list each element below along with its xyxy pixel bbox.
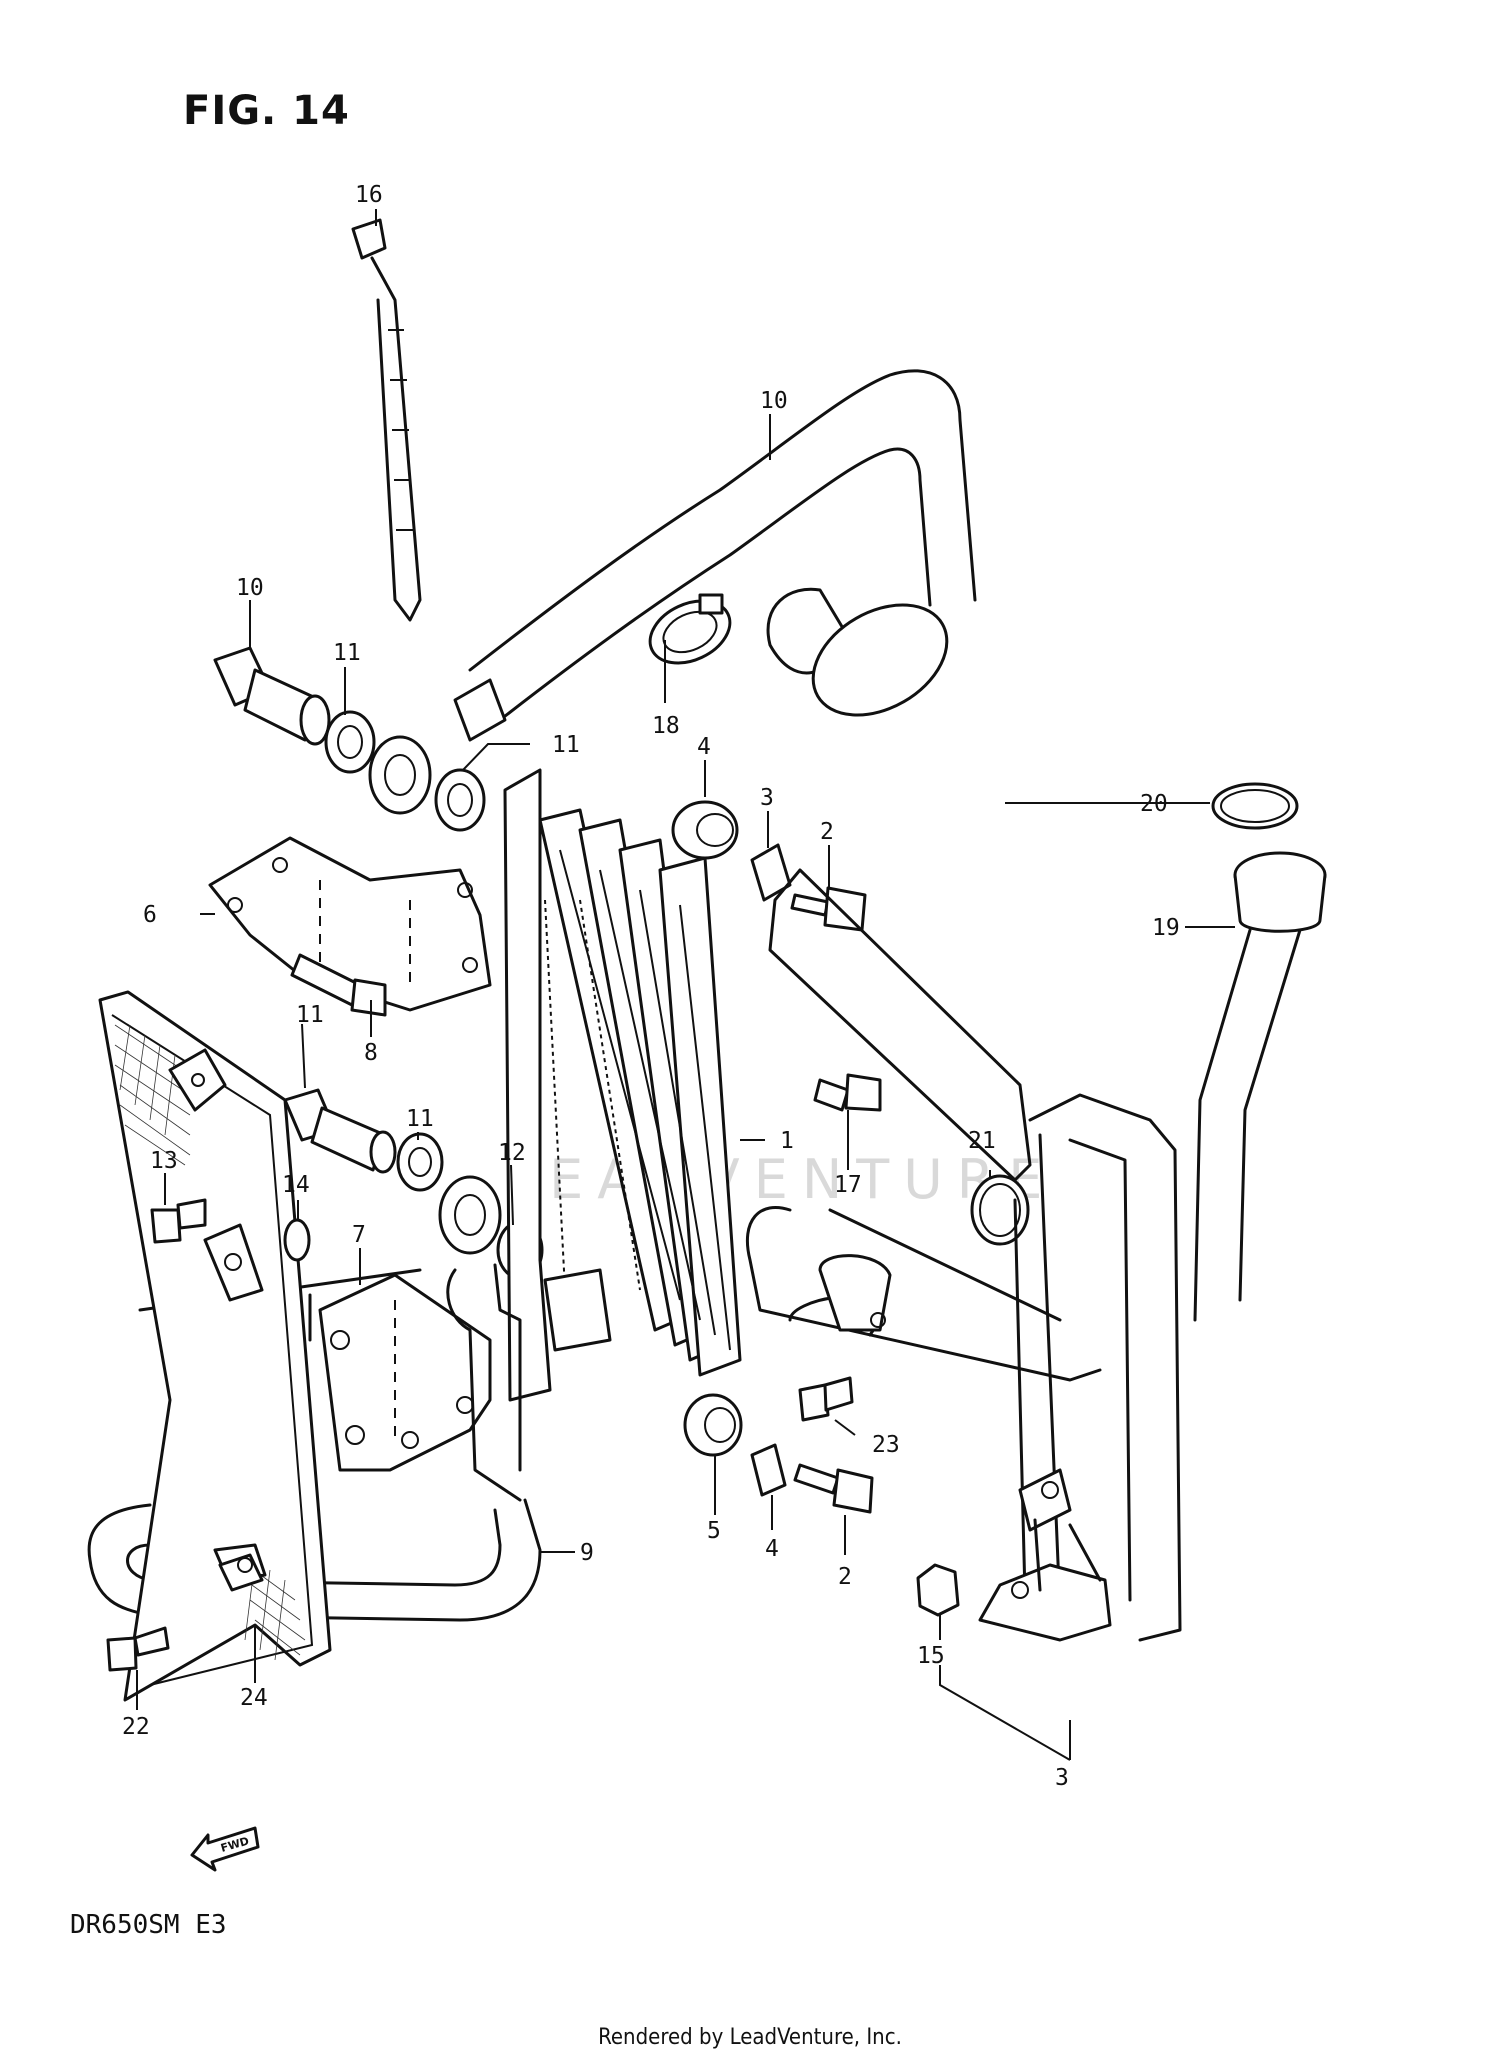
callout-17: 24 — [240, 1685, 268, 1711]
callout-23: 23 — [872, 1432, 900, 1458]
part-18-bolt — [813, 1073, 882, 1112]
callout-24: 16 — [355, 182, 383, 208]
part-10-union-bolt-upper — [213, 646, 331, 746]
callout-16: 22 — [122, 1714, 150, 1740]
callout-labels: 16 10 10 11 11 18 4 3 2 20 19 6 11 8 11 … — [122, 182, 1180, 1791]
part-11-washer-upper-b — [434, 768, 486, 832]
callout-2-lower: 2 — [838, 1564, 852, 1590]
callout-11-lower-a: 11 — [406, 1106, 434, 1132]
part-17-stone-guard — [98, 990, 332, 1702]
callout-11-upper: 11 — [333, 640, 361, 666]
part-24-cable-tie — [351, 218, 422, 622]
callout-15: 15 — [917, 1643, 945, 1669]
part-3-collar-upper — [750, 843, 792, 902]
part-2-bolt-lower — [793, 1463, 874, 1514]
part-22-o-ring — [970, 1174, 1030, 1246]
callout-6: 7 — [352, 1222, 366, 1248]
callout-14: 3 — [1055, 1765, 1069, 1791]
part-21-o-ring — [1211, 782, 1299, 830]
part-16-bolt — [106, 1626, 170, 1672]
callout-13: 14 — [282, 1172, 310, 1198]
callout-10-upper: 10 — [236, 575, 264, 601]
callout-11-fitting: 11 — [552, 732, 580, 758]
leader-lines — [136, 209, 1235, 1761]
part-7-bolt — [290, 953, 387, 1017]
part-11-hose-fitting — [368, 735, 432, 815]
part-1-oil-cooler — [503, 768, 742, 1402]
callout-7: 8 — [364, 1040, 378, 1066]
callout-9: 10 — [760, 388, 788, 414]
callout-22: 21 — [968, 1128, 996, 1154]
callout-1: 1 — [780, 1128, 794, 1154]
part-11-washer-upper-a — [324, 710, 376, 774]
callout-4-upper: 4 — [697, 734, 711, 760]
callout-12: 13 — [150, 1148, 178, 1174]
callout-3-lower: 4 — [765, 1536, 779, 1562]
part-2-bolt-upper — [790, 886, 867, 932]
part-4-grommet-lower — [683, 1393, 743, 1457]
part-19-hose-clamp — [648, 593, 732, 665]
callout-19: 18 — [652, 713, 680, 739]
part-9-oil-hose-upper — [453, 369, 977, 742]
part-6-lower-bracket — [318, 1273, 492, 1472]
part-15-cap — [916, 1563, 960, 1617]
part-10-union-bolt-lower — [283, 1088, 397, 1174]
part-20-oil-pipe — [1193, 851, 1327, 1322]
callout-5: 6 — [143, 902, 157, 928]
callout-3-upper: 3 — [760, 785, 774, 811]
callout-4-lower: 5 — [707, 1518, 721, 1544]
forward-direction-arrow: FWD — [190, 1826, 260, 1872]
model-code: DR650SM E3 — [70, 1910, 227, 1940]
part-11-washer-lower-a — [396, 1132, 444, 1192]
callout-21: 20 — [1140, 791, 1168, 817]
part-3-collar-lower — [750, 1443, 787, 1497]
callout-2-upper: 2 — [820, 819, 834, 845]
part-4-grommet-upper — [671, 800, 739, 860]
watermark: LEADVENTURE — [505, 1148, 1057, 1211]
callout-20: 19 — [1152, 915, 1180, 941]
render-credit: Rendered by LeadVenture, Inc. — [598, 2025, 902, 2050]
callout-10-lower: 11 — [296, 1002, 324, 1028]
callout-8: 9 — [580, 1540, 594, 1566]
part-14-oil-pipe-assembly — [745, 868, 1182, 1642]
callout-18: 17 — [834, 1172, 862, 1198]
part-23-bolt — [798, 1376, 854, 1422]
figure-title: FIG. 14 — [183, 88, 350, 134]
part-12-bolt — [150, 1198, 207, 1244]
part-13-o-ring — [283, 1218, 311, 1262]
callout-11-lower-b: 12 — [498, 1140, 526, 1166]
